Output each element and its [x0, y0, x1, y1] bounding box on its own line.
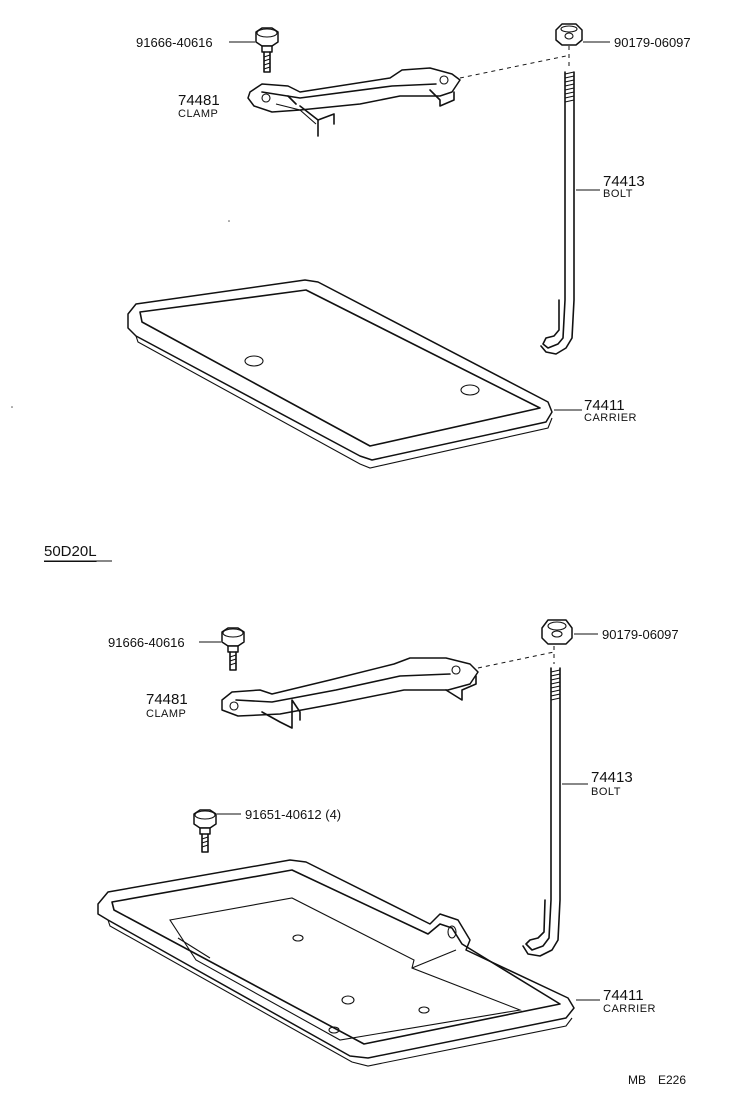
top-carrier-name: CARRIER	[584, 412, 638, 424]
top-nut-part-number: 90179-06097	[614, 35, 691, 50]
bottom-bolt-number: 74413	[591, 769, 633, 786]
bottom-nut-part-number: 90179-06097	[602, 627, 679, 642]
top-carrier-number: 74411	[584, 397, 625, 414]
bottom-extra-bolt-part-number: 91651-40612 (4)	[245, 807, 342, 822]
bottom-extra-bolt-icon	[193, 809, 217, 853]
bottom-bolt-name: BOLT	[591, 786, 621, 798]
bottom-bolt-small-icon	[221, 627, 245, 671]
top-carrier-icon	[127, 279, 553, 469]
bottom-nut-icon	[541, 619, 573, 645]
footer-left-code: MB	[628, 1073, 646, 1087]
bottom-long-bolt-icon	[522, 667, 561, 957]
top-bolt-small-icon	[255, 27, 279, 73]
top-bolt-number: 74413	[603, 173, 645, 190]
top-long-bolt-icon	[540, 71, 575, 355]
bottom-bolt-small-part-number: 91666-40616	[108, 635, 185, 650]
bottom-carrier-name: CARRIER	[603, 1003, 657, 1015]
bottom-carrier-number: 74411	[603, 987, 644, 1004]
top-clamp-icon	[247, 67, 461, 137]
top-clamp-name: CLAMP	[178, 108, 219, 120]
footer-right-code: E226	[658, 1073, 687, 1087]
bottom-carrier-icon	[97, 859, 575, 1067]
bottom-clamp-number: 74481	[146, 691, 188, 708]
top-bolt-small-part-number: 91666-40616	[136, 35, 213, 50]
section-label: 50D20L	[44, 543, 97, 560]
top-nut-icon	[555, 23, 583, 46]
top-bolt-name: BOLT	[603, 188, 633, 200]
top-clamp-number: 74481	[178, 92, 220, 109]
bottom-clamp-icon	[221, 657, 479, 729]
bottom-clamp-name: CLAMP	[146, 708, 187, 720]
